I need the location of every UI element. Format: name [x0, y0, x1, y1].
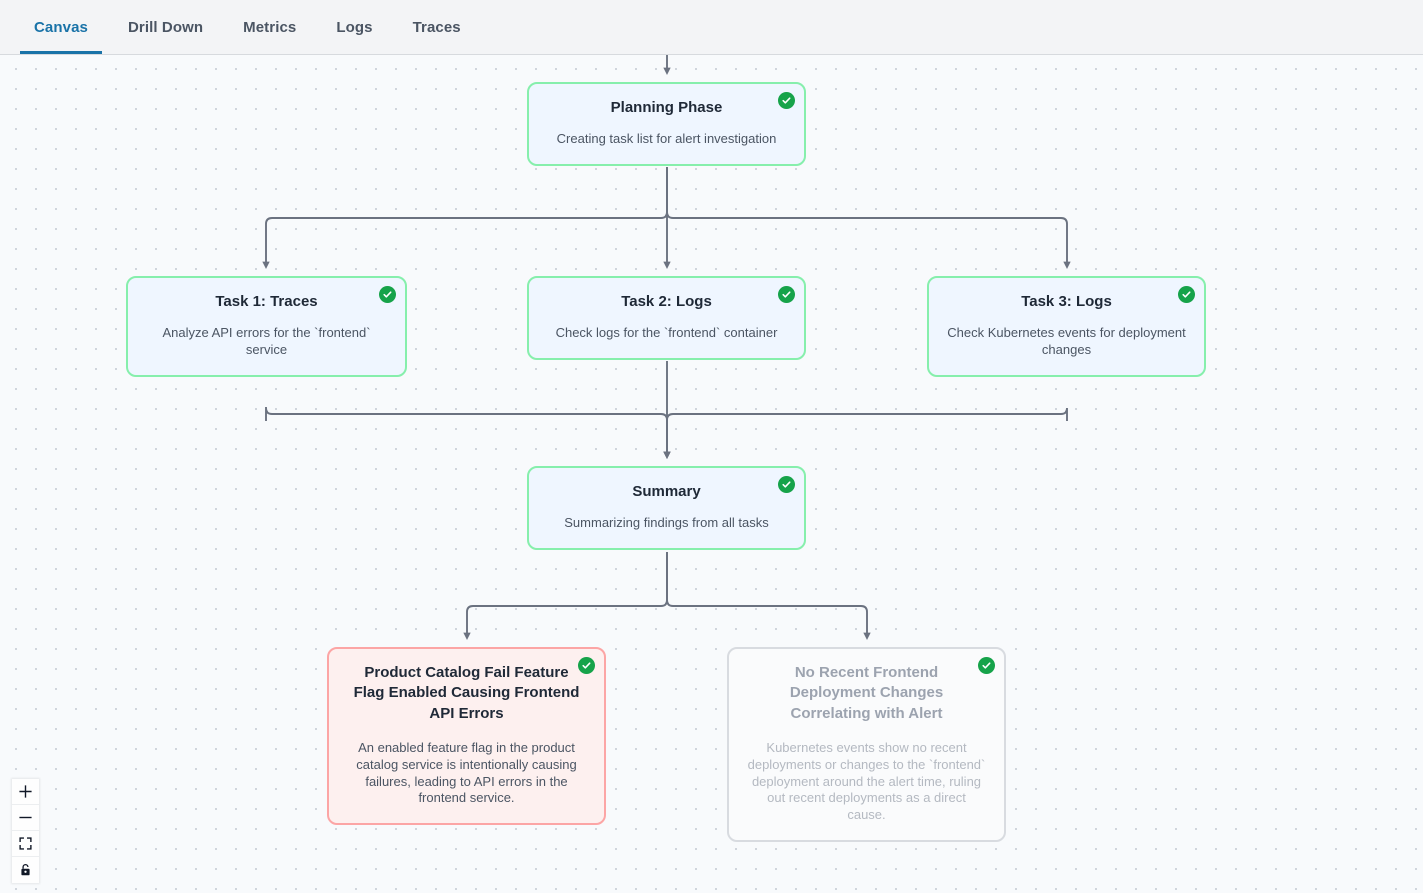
- status-complete-icon: [379, 286, 396, 303]
- node-description: Summarizing findings from all tasks: [564, 515, 769, 531]
- node-summary[interactable]: Summary Summarizing findings from all ta…: [527, 466, 806, 551]
- edge-task3-summary: [663, 407, 1068, 460]
- node-description: Creating task list for alert investigati…: [556, 131, 777, 147]
- tab-bar: Canvas Drill Down Metrics Logs Traces: [0, 0, 1423, 55]
- status-complete-icon: [778, 286, 795, 303]
- node-planning-phase[interactable]: Planning Phase Creating task list for al…: [527, 82, 806, 167]
- fit-view-icon: [19, 837, 32, 850]
- edge-summary-nofinding: [666, 552, 871, 641]
- node-title: No Recent Frontend Deployment Changes Co…: [789, 664, 944, 722]
- status-complete-icon: [578, 657, 595, 674]
- node-description: An enabled feature flag in the product c…: [356, 739, 577, 806]
- node-title: Task 3: Logs: [1021, 293, 1112, 310]
- edge-planning-task1: [262, 167, 668, 270]
- node-description: Check Kubernetes events for deployment c…: [947, 325, 1186, 358]
- node-task-2-logs[interactable]: Task 2: Logs Check logs for the `fronten…: [527, 276, 806, 361]
- zoom-in-button[interactable]: [12, 779, 39, 805]
- node-description: Check logs for the `frontend` container: [555, 325, 778, 341]
- node-title: Planning Phase: [610, 99, 723, 116]
- zoom-out-button[interactable]: [12, 805, 39, 831]
- status-complete-icon: [978, 657, 995, 674]
- edge-planning-task3: [666, 167, 1071, 270]
- node-description: Kubernetes events show no recent deploym…: [747, 739, 986, 823]
- tab-canvas-label: Canvas: [34, 18, 88, 36]
- flow-canvas[interactable]: Planning Phase Creating task list for al…: [0, 55, 1423, 893]
- tab-metrics[interactable]: Metrics: [223, 0, 316, 54]
- node-title: Task 2: Logs: [621, 293, 712, 310]
- node-task-3-logs[interactable]: Task 3: Logs Check Kubernetes events for…: [927, 276, 1206, 378]
- status-complete-icon: [1178, 286, 1195, 303]
- lock-icon: [19, 863, 32, 877]
- tab-drill-down-label: Drill Down: [127, 18, 204, 36]
- tab-traces[interactable]: Traces: [393, 0, 481, 54]
- tab-logs[interactable]: Logs: [316, 0, 392, 54]
- plus-icon: [19, 785, 32, 798]
- node-title: Task 1: Traces: [215, 293, 318, 310]
- node-finding-no-recent-deployment[interactable]: No Recent Frontend Deployment Changes Co…: [727, 647, 1006, 843]
- tab-metrics-label: Metrics: [243, 18, 297, 36]
- minus-icon: [19, 811, 32, 824]
- node-title: Summary: [632, 483, 701, 500]
- fit-view-button[interactable]: [12, 831, 39, 857]
- node-description: Analyze API errors for the `frontend` se…: [162, 325, 371, 358]
- node-task-1-traces[interactable]: Task 1: Traces Analyze API errors for th…: [126, 276, 407, 378]
- tab-logs-label: Logs: [336, 18, 373, 36]
- tab-drill-down[interactable]: Drill Down: [108, 0, 223, 54]
- lock-button[interactable]: [12, 857, 39, 883]
- tab-canvas[interactable]: Canvas: [14, 0, 108, 54]
- edge-task1-summary: [265, 407, 671, 460]
- status-complete-icon: [778, 92, 795, 109]
- canvas-controls: [12, 779, 39, 883]
- node-title: Product Catalog Fail Feature Flag Enable…: [353, 664, 580, 722]
- tab-traces-label: Traces: [412, 18, 461, 36]
- edge-summary-finding: [463, 552, 668, 641]
- node-finding-product-catalog[interactable]: Product Catalog Fail Feature Flag Enable…: [327, 647, 606, 826]
- status-complete-icon: [778, 476, 795, 493]
